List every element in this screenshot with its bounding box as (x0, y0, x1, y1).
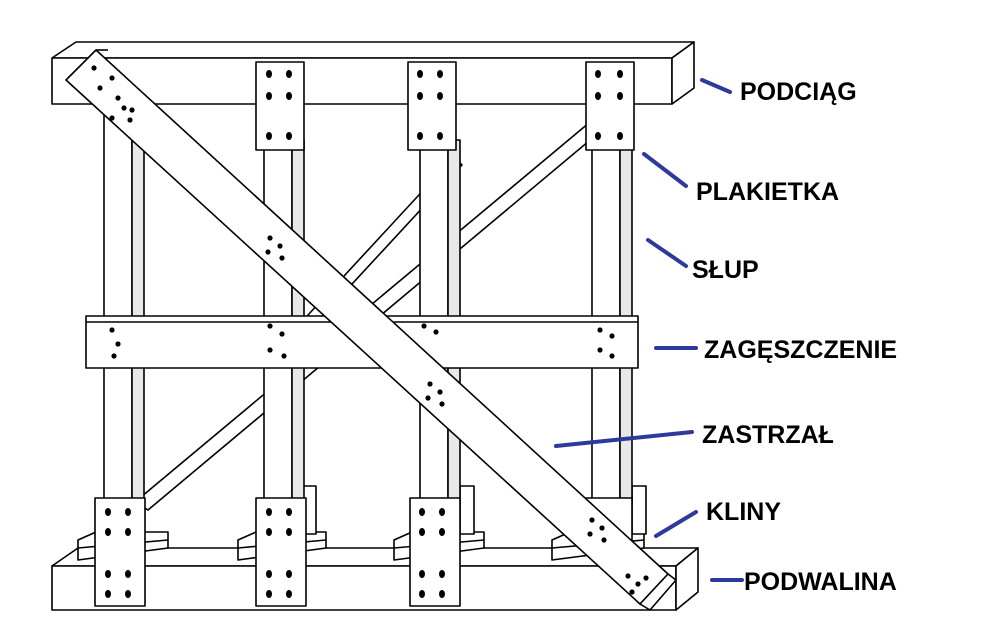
bolts (91, 65, 649, 598)
label-zageszczenie: ZAGĘSZCZENIE (704, 336, 897, 364)
leader-lines (554, 78, 744, 582)
top-plate-2 (407, 61, 457, 151)
leader-slup (646, 238, 688, 268)
leader-zastrzal (554, 430, 694, 448)
bottom-plate-3 (409, 497, 461, 607)
bottom-sill (51, 547, 699, 611)
bottom-plate-1 (94, 497, 146, 607)
top-plates (255, 61, 635, 151)
label-podciag: PODCIĄG (740, 78, 857, 106)
top-plate-1 (255, 61, 305, 151)
top-plate-3 (585, 61, 635, 151)
label-slup: SŁUP (692, 256, 759, 284)
bottom-plate-2 (255, 497, 307, 607)
top-beam (51, 41, 695, 105)
label-podwalina: PODWALINA (744, 568, 897, 596)
diagonal-brace (65, 49, 677, 611)
label-kliny: KLINY (706, 498, 781, 526)
leader-podciag (700, 78, 732, 94)
label-zastrzal: ZASTRZAŁ (702, 421, 834, 449)
post-1 (103, 103, 145, 505)
leader-plakietka (642, 152, 688, 188)
leader-kliny (654, 510, 698, 538)
label-plakietka: PLAKIETKA (696, 178, 839, 206)
bottom-plates (94, 497, 633, 607)
